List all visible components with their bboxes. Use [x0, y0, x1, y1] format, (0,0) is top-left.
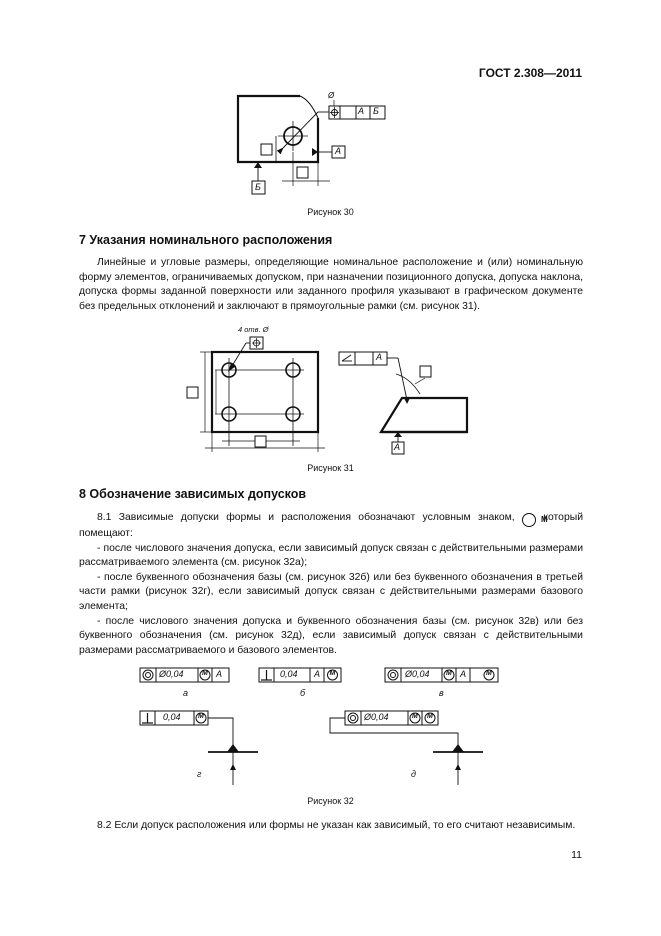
figure-31: [186, 336, 469, 455]
document-code: ГОСТ 2.308—2011: [478, 66, 582, 80]
p1-part-a: 8.1 Зависимые допуски формы и расположен…: [97, 512, 515, 523]
section-8-2: 8.2 Если допуск расположения или формы н…: [79, 819, 583, 834]
fig32b-base: A: [314, 669, 321, 679]
fig30-base-b: Б: [255, 182, 261, 192]
figure-30-caption: Рисунок 30: [307, 207, 354, 217]
fig32b-value: 0,04: [280, 669, 298, 679]
fig32v-value: Ø0,04: [405, 669, 430, 679]
fig30-frame-base-b: Б: [373, 106, 379, 116]
fig32b-m: M: [329, 670, 336, 677]
fig32d-label: д: [411, 769, 416, 779]
section-8-p1: 8.1 Зависимые допуски формы и расположен…: [79, 511, 583, 542]
fig32a-value: Ø0,04: [159, 669, 184, 679]
section-7-title: 7 Указания номинального расположения: [79, 233, 333, 247]
fig32a-base: A: [216, 669, 223, 679]
section-8-title: 8 Обозначение зависимых допусков: [79, 487, 307, 501]
figure-30: [236, 94, 386, 195]
figure-32-caption: Рисунок 32: [307, 796, 354, 806]
fig32d-m2: M: [427, 713, 433, 720]
fig32g-m: M: [198, 713, 204, 720]
fig32a-label: а: [183, 688, 189, 698]
figure-31-caption: Рисунок 31: [307, 463, 354, 473]
fig31-frame-base: А: [376, 352, 383, 362]
fig32b-label: б: [300, 688, 306, 698]
fig32v-m1: M: [446, 670, 452, 677]
figure-32: [139, 667, 499, 785]
fig32d-value: Ø0,04: [364, 712, 389, 722]
fig32v-base: A: [460, 669, 467, 679]
fig32v-label: в: [439, 688, 444, 698]
section-8-body: 8.1 Зависимые допуски формы и расположен…: [79, 511, 583, 658]
fig32d-m1: M: [412, 713, 418, 720]
section-8-p2: 8.2 Если допуск расположения или формы н…: [97, 820, 576, 831]
fig32g-value: 0,04: [163, 712, 181, 722]
fig30-phi: Ø: [328, 91, 335, 100]
m-circle-symbol: M: [522, 513, 548, 527]
fig31-base-a: А: [394, 442, 401, 452]
p1-part-b: который помещают:: [79, 512, 584, 539]
fig32g-label: г: [197, 769, 202, 779]
section-7-text: Линейные и угловые размеры, определяющие…: [79, 257, 583, 312]
section-8-item-3: - после числового значения допуска и бук…: [79, 615, 583, 656]
fig31-holes-label: 4 отв. Ø: [238, 325, 269, 334]
fig30-frame-base-a: А: [358, 106, 365, 116]
page-number: 11: [571, 849, 582, 861]
section-8-item-1: - после числового значения допуска, если…: [79, 542, 583, 569]
fig32v-m2: M: [486, 670, 492, 677]
section-7-paragraph: Линейные и угловые размеры, определяющие…: [79, 256, 583, 314]
fig30-base-a: А: [335, 146, 342, 156]
section-8-item-2: - после буквенного обозначения базы (см.…: [79, 571, 583, 612]
fig32a-m: M: [202, 670, 208, 677]
